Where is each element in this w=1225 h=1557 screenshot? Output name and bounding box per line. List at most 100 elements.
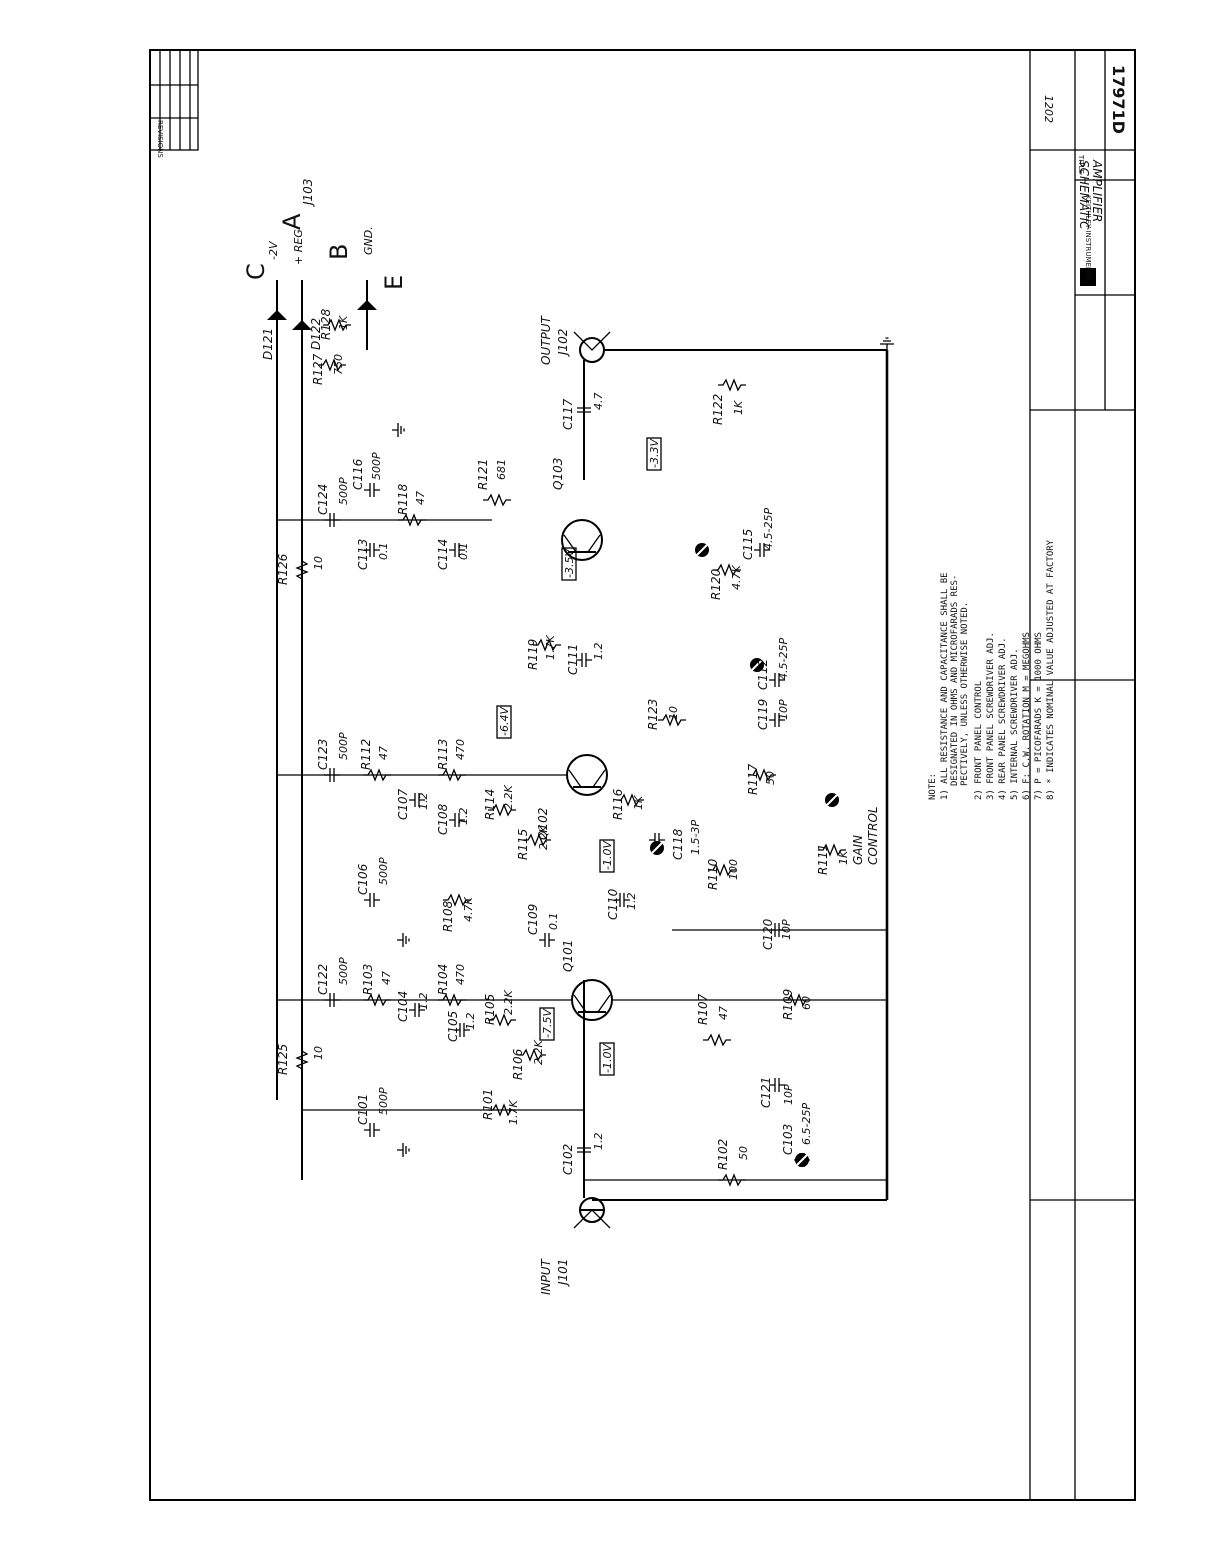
r116-ref: R116 <box>611 788 625 820</box>
r122-ref: R122 <box>711 394 725 425</box>
voltage-v2: -3.5V <box>563 548 576 578</box>
schematic: INPUT J101 C102 1.2 R102 50 C103 6.5-25P… <box>242 179 895 1295</box>
r115-ref: R115 <box>516 829 530 860</box>
q102-label: Q102 <box>536 808 550 840</box>
note-4: 4) REAR PANEL SCREWDRIVER ADJ. <box>998 637 1008 800</box>
c123-ref: C123 <box>316 739 330 770</box>
gain-control-line2: CONTROL <box>866 806 880 865</box>
r113-ref: R113 <box>436 739 450 770</box>
r127-ref: R127 <box>311 353 325 385</box>
j103-minus-label: -2V <box>267 240 280 260</box>
c106-ref: C106 <box>356 863 370 895</box>
c116-value: 500P <box>370 452 383 480</box>
gain-control-knob[interactable] <box>824 792 840 808</box>
r127-value: 750 <box>332 354 345 375</box>
c119-ref: C119 <box>756 699 770 730</box>
output-ref: J102 <box>556 329 570 357</box>
c106-value: 500P <box>377 857 390 885</box>
output-connector-j102[interactable] <box>573 331 887 363</box>
j103-pin-e: E <box>380 275 408 290</box>
c111-ref: C111 <box>566 644 580 675</box>
c101-ref: C101 <box>356 1094 370 1125</box>
r110-ref: R110 <box>706 858 720 890</box>
c113-ref: C113 <box>356 539 370 570</box>
r114-value: 2.2K <box>502 785 515 810</box>
r119-value: 1.7K <box>544 635 557 660</box>
r117-value: 50 <box>764 771 777 785</box>
keithley-logo <box>1080 268 1096 286</box>
c112-value: 4.5-25P <box>777 638 790 680</box>
model-number: 1202 <box>1042 95 1055 123</box>
r111-value: 1K <box>837 850 850 865</box>
r122-value: 1K <box>732 400 745 415</box>
c116-ref: C116 <box>351 458 365 490</box>
r107-ref: R107 <box>696 993 710 1025</box>
note-3: 3) FRONT PANEL SCREWDRIVER ADJ. <box>986 632 996 800</box>
r120-ref: R120 <box>709 568 723 600</box>
note-1: 1) ALL RESISTANCE AND CAPACITANCE SHALL … <box>940 572 950 800</box>
r115-value: 2.2K <box>537 825 550 850</box>
voltage-v5: -7.5V <box>541 1008 554 1038</box>
r114-ref: R114 <box>483 789 497 820</box>
r121-value: 681 <box>495 459 508 480</box>
r113-value: 470 <box>454 739 467 760</box>
j103-pin-a: A <box>278 213 306 230</box>
r125-value: 10 <box>312 1046 325 1060</box>
c117-ref: C117 <box>561 398 575 430</box>
c124-value: 500P <box>337 477 350 505</box>
revisions-header: REVISIONS <box>156 120 164 158</box>
input-label: INPUT <box>539 1257 553 1295</box>
c113-value: 0.1 <box>377 543 390 561</box>
c122-ref: C122 <box>316 964 330 995</box>
c124-ref: C124 <box>316 484 330 515</box>
drawing-number: 17971D <box>1109 65 1128 134</box>
c112-ref: C112 <box>756 659 770 690</box>
r112-ref: R112 <box>359 739 373 770</box>
c103-ref: C103 <box>781 1124 795 1155</box>
input-ref: J101 <box>556 1259 570 1287</box>
c118-ref: C118 <box>671 828 685 860</box>
c120-ref: C120 <box>761 918 775 950</box>
c123-value: 500P <box>337 732 350 760</box>
c108-ref: C108 <box>436 803 450 835</box>
r125-ref: R125 <box>276 1044 290 1075</box>
voltage-v4: -1.0V <box>601 840 614 870</box>
r118-value: 47 <box>414 491 427 505</box>
c118-value: 1.5-3P <box>689 820 702 855</box>
c105-ref: C105 <box>446 1011 460 1042</box>
c105-value: 1.2 <box>464 1013 477 1031</box>
r101-ref: R101 <box>481 1089 495 1120</box>
c114-value: 0.1 <box>457 543 470 561</box>
voltage-v6: -1.0V <box>601 1043 614 1073</box>
r108-ref: R108 <box>441 900 455 932</box>
c110-value: 1.2 <box>625 893 638 911</box>
company-name: KEITHLEY INSTRUMENTS <box>1084 195 1092 281</box>
title-amplifier: AMPLIFIER <box>1090 159 1104 222</box>
c102-value: 1.2 <box>592 1133 605 1151</box>
c121-value: 10P <box>782 1084 795 1105</box>
transistor-q103 <box>561 519 603 561</box>
note-8: 8) * INDICATES NOMINAL VALUE ADJUSTED AT… <box>1046 539 1056 800</box>
c122-value: 500P <box>337 957 350 985</box>
transistor-q102 <box>566 754 608 796</box>
r102-ref: R102 <box>716 1139 730 1170</box>
c119-value: 10P <box>777 699 790 720</box>
title-schematic: SCHEMATIC <box>1077 160 1091 230</box>
title-block: KEITHLEY INSTRUMENTS TITLE SCHEMATIC AMP… <box>1029 50 1135 1500</box>
r110-value: 100 <box>727 859 740 880</box>
r123-ref: R123 <box>646 699 660 730</box>
j103-pin-c: C <box>242 263 270 280</box>
r121-ref: R121 <box>476 459 490 490</box>
notes-block: NOTE: 1) ALL RESISTANCE AND CAPACITANCE … <box>928 539 1056 800</box>
c111-value: 1.2 <box>592 643 605 661</box>
r108-value: 4.7K <box>462 897 475 922</box>
d122-label: D122 <box>309 318 323 350</box>
r105-ref: R105 <box>483 994 497 1025</box>
r103-ref: R103 <box>361 964 375 995</box>
input-connector-j101[interactable] <box>573 1197 887 1229</box>
r128-value: 1K <box>337 315 350 330</box>
c102-ref: C102 <box>561 1144 575 1175</box>
r118-ref: R118 <box>396 483 410 515</box>
r107-value: 47 <box>717 1006 730 1020</box>
